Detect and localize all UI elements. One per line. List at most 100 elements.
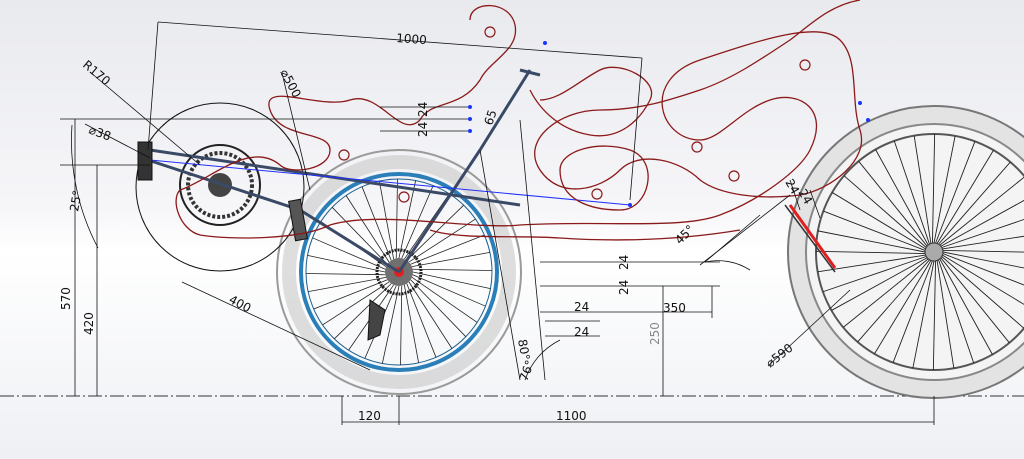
dim-24-mid-b[interactable]: 24 — [617, 280, 631, 295]
dim-diameter-38[interactable]: ⌀38 — [87, 123, 113, 144]
spoke — [941, 218, 1024, 248]
spoke — [410, 234, 485, 265]
spoke — [312, 237, 386, 270]
spoke — [306, 273, 386, 276]
chain-line — [149, 159, 631, 206]
spoke — [412, 274, 486, 307]
spoke — [400, 285, 403, 365]
front-wheel[interactable] — [787, 105, 1024, 399]
dim-24-low-a[interactable]: 24 — [574, 300, 589, 314]
spoke — [395, 179, 398, 259]
spoke — [875, 149, 929, 246]
dim-24-fork-b[interactable]: 24 — [795, 187, 815, 207]
spoke — [361, 186, 392, 261]
dim-250[interactable]: 250 — [648, 322, 662, 345]
spoke — [308, 276, 387, 293]
spoke — [406, 283, 437, 358]
pedal — [137, 141, 153, 181]
dimension-lines — [60, 21, 935, 425]
dim-24-low-b[interactable]: 24 — [574, 325, 589, 339]
spoke — [823, 210, 926, 251]
spoke — [831, 257, 928, 311]
spoke — [408, 218, 476, 263]
spoke — [815, 250, 926, 255]
spoke — [381, 285, 400, 364]
pivot-markers — [338, 26, 811, 203]
spoke — [942, 254, 1024, 305]
spoke — [939, 176, 1024, 246]
dim-angle-76[interactable]: 76° — [517, 358, 537, 383]
spoke — [936, 260, 955, 369]
dim-420[interactable]: 420 — [82, 312, 96, 335]
dim-angle-80[interactable]: 80° — [515, 338, 532, 361]
spoke — [401, 185, 434, 259]
spoke — [938, 259, 975, 364]
spoke — [406, 204, 464, 261]
spoke — [942, 253, 1024, 286]
spoke — [857, 259, 930, 343]
derailleur — [367, 299, 386, 341]
dim-r170[interactable]: R170 — [80, 58, 113, 89]
spoke — [931, 133, 936, 244]
spoke — [307, 254, 386, 273]
spoke — [817, 254, 926, 273]
spoke — [935, 141, 976, 244]
spoke — [843, 175, 927, 248]
dim-24-top-a[interactable]: 24 — [416, 102, 430, 117]
dropout — [288, 198, 308, 242]
spoke — [892, 260, 933, 363]
dim-24-fork-a[interactable]: 24 — [782, 177, 802, 197]
dim-diameter-500[interactable]: ⌀500 — [277, 67, 304, 100]
spoke — [858, 160, 928, 247]
dimension-endpoints — [468, 41, 870, 207]
spoke — [831, 192, 926, 250]
spoke — [942, 235, 1024, 250]
spoke — [940, 199, 1024, 247]
spoke — [403, 284, 420, 363]
chainring[interactable] — [135, 102, 305, 272]
dim-65[interactable]: 65 — [482, 108, 500, 127]
spoke — [938, 161, 1011, 245]
spoke — [817, 230, 926, 253]
spoke — [410, 279, 467, 337]
spoke — [842, 258, 929, 328]
fork-highlight — [788, 204, 837, 269]
dim-24-mid-a[interactable]: 24 — [617, 255, 631, 270]
spoke — [913, 135, 932, 244]
dim-400[interactable]: 400 — [227, 292, 254, 315]
dim-1100[interactable]: 1100 — [556, 409, 587, 423]
spoke — [345, 195, 390, 263]
spoke — [822, 256, 927, 293]
spoke — [334, 283, 392, 340]
dim-24-top-b[interactable]: 24 — [416, 122, 430, 137]
spoke — [378, 181, 395, 260]
spoke — [322, 281, 390, 326]
spoke — [412, 268, 492, 271]
dim-1000[interactable]: 1000 — [396, 31, 427, 47]
dim-angle-45[interactable]: 45° — [672, 222, 697, 247]
sketch-curves — [175, 0, 863, 241]
spoke — [411, 251, 490, 268]
spoke — [398, 180, 417, 259]
dim-120[interactable]: 120 — [358, 409, 381, 423]
spoke — [941, 256, 1024, 329]
spoke — [940, 257, 1010, 344]
dim-angle-25[interactable]: 25° — [67, 189, 84, 212]
spoke — [408, 281, 453, 349]
spoke — [313, 279, 388, 310]
spoke — [939, 258, 993, 355]
spoke — [412, 271, 491, 290]
rear-wheel[interactable] — [276, 149, 522, 395]
fork — [784, 204, 836, 273]
spoke — [912, 260, 935, 369]
spoke — [932, 260, 937, 371]
spoke — [936, 149, 994, 244]
spoke — [411, 277, 478, 323]
dim-570[interactable]: 570 — [59, 287, 73, 310]
spoke — [942, 249, 1024, 253]
dim-350[interactable]: 350 — [663, 301, 686, 315]
spoke — [331, 207, 388, 265]
spoke — [893, 140, 930, 245]
